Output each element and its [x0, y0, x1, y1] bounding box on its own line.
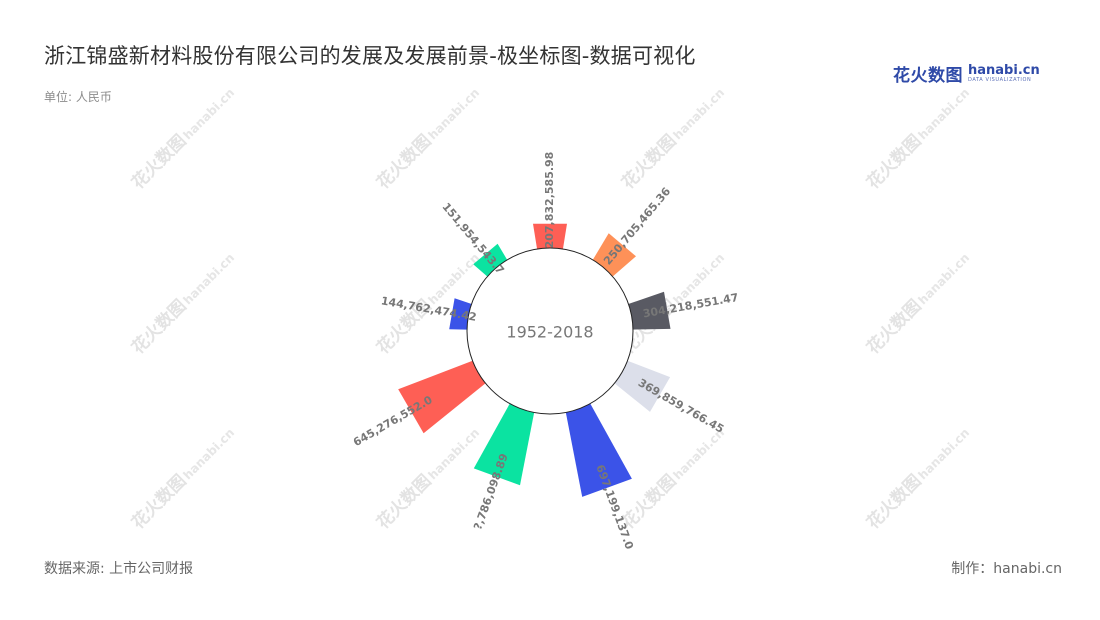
- brand-logo[interactable]: 花火数图 hanabi.cn DATA VISUALIZATION: [893, 60, 1040, 86]
- watermark-text-en: hanabi.cn: [181, 426, 238, 483]
- polar-bar[interactable]: [564, 398, 632, 497]
- logo-text-cn: 花火数图: [893, 65, 963, 86]
- center-circle: [466, 247, 634, 415]
- watermark-text-cn: 花火数图: [372, 470, 435, 533]
- polar-bar[interactable]: [533, 223, 567, 255]
- watermark-text-en: hanabi.cn: [671, 86, 728, 143]
- chart-title: 浙江锦盛新材料股份有限公司的发展及发展前景-极坐标图-数据可视化: [44, 44, 696, 68]
- bar-value-label: 250,705,465.36: [601, 185, 673, 268]
- watermark-text-cn: 花火数图: [617, 130, 680, 193]
- watermark-text-en: hanabi.cn: [426, 426, 483, 483]
- polar-bar[interactable]: [622, 291, 671, 330]
- unit-label: 单位: 人民币: [44, 90, 112, 104]
- logo-text-en: hanabi.cn: [968, 62, 1040, 78]
- logo-text-en-block: hanabi.cn DATA VISUALIZATION: [968, 64, 1040, 83]
- watermark-text-en: hanabi.cn: [916, 426, 973, 483]
- logo-subtitle: DATA VISUALIZATION: [968, 76, 1032, 83]
- watermark-text-cn: 花火数图: [127, 470, 190, 533]
- data-source: 数据来源: 上市公司财报: [44, 561, 194, 577]
- watermark-text-en: hanabi.cn: [426, 86, 483, 143]
- watermark-text-en: hanabi.cn: [916, 251, 973, 308]
- watermark-text-cn: 花火数图: [127, 295, 190, 358]
- watermark-text-en: hanabi.cn: [181, 251, 238, 308]
- watermark-text-cn: 花火数图: [862, 295, 925, 358]
- maker-credit: 制作：hanabi.cn: [951, 561, 1062, 577]
- bar-value-label: 207,832,585.98: [543, 152, 556, 249]
- watermark-text-cn: 花火数图: [862, 470, 925, 533]
- watermark-text-cn: 花火数图: [862, 130, 925, 193]
- polar-bar[interactable]: [609, 358, 671, 412]
- watermark-text-cn: 花火数图: [127, 130, 190, 193]
- watermark-text-en: hanabi.cn: [916, 86, 973, 143]
- center-label: 1952-2018: [506, 323, 593, 342]
- polar-bar[interactable]: [398, 358, 491, 434]
- polar-bar[interactable]: [473, 398, 536, 486]
- watermark-text-en: hanabi.cn: [181, 86, 238, 143]
- watermark-text-cn: 花火数图: [372, 130, 435, 193]
